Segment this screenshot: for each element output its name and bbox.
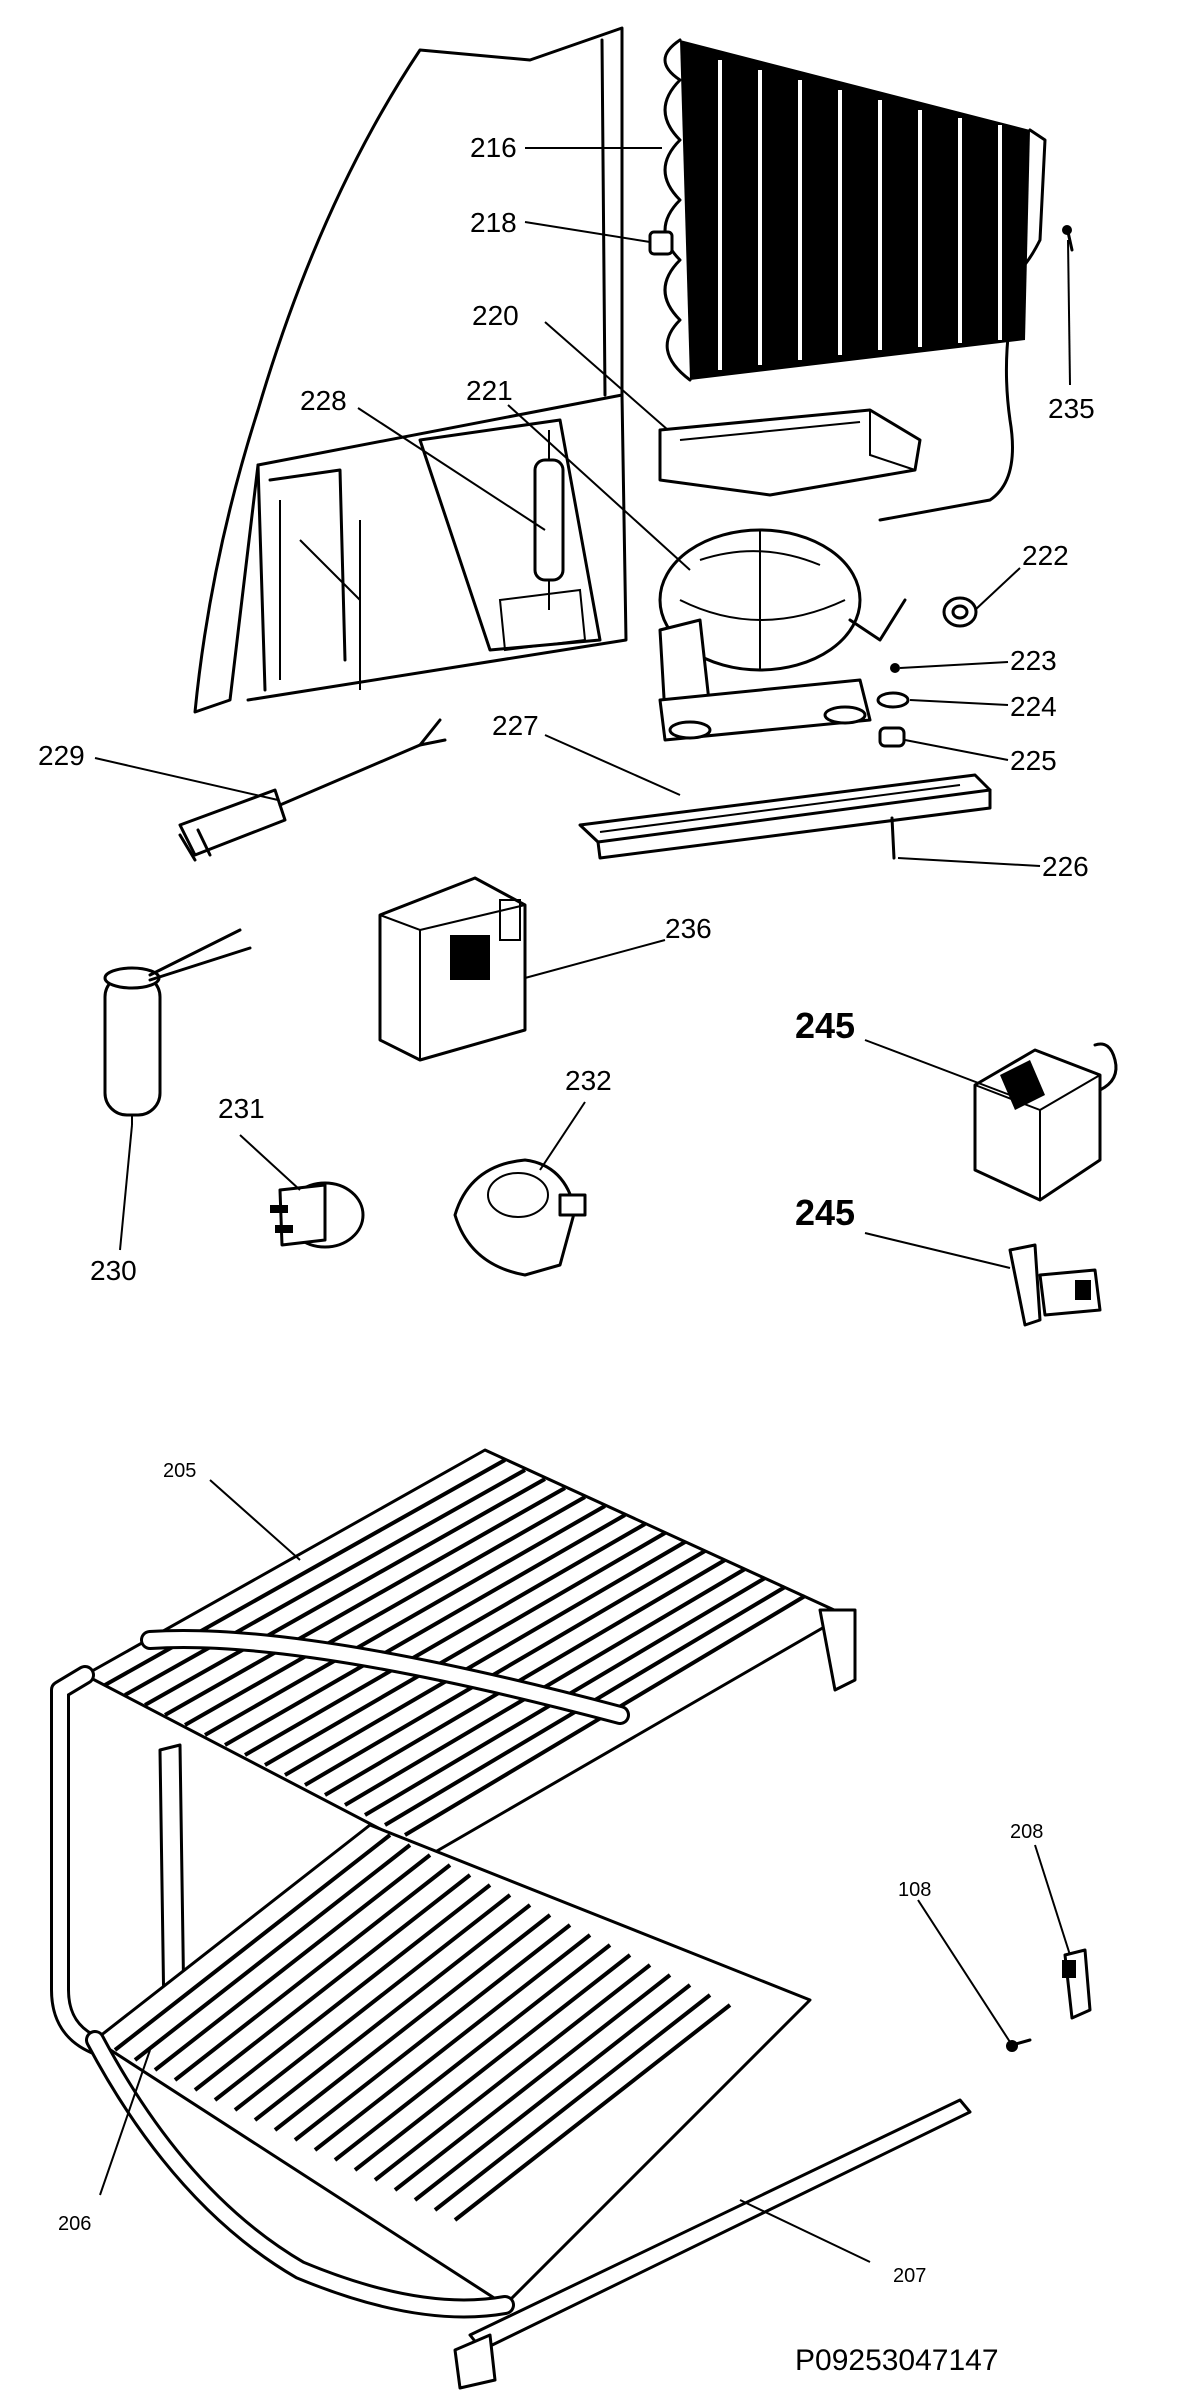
- overload-protector: [270, 1181, 365, 1249]
- drawing-code: P09253047147: [795, 2344, 999, 2377]
- label-232: 232: [565, 1065, 612, 1096]
- label-224: 224: [1010, 691, 1057, 722]
- label-230: 230: [90, 1255, 137, 1286]
- fastener-clip: [648, 230, 674, 256]
- label-225: 225: [1010, 745, 1057, 776]
- label-207: 207: [893, 2265, 926, 2287]
- label-228: 228: [300, 385, 347, 416]
- grommet: [942, 596, 978, 628]
- thermostat-housing: [378, 876, 527, 1062]
- part-number-labels: 216 218 220 221 228 235 222 223 224 225 …: [38, 132, 1095, 2287]
- label-218: 218: [470, 207, 517, 238]
- mounting-bracket: [1008, 1243, 1102, 1327]
- compressor: [658, 528, 907, 742]
- relay-capacitor: [103, 928, 252, 1125]
- condenser-coil: [663, 38, 1047, 522]
- mounting-screw: [1006, 2038, 1032, 2052]
- lower-evaporator-shelf: [85, 1823, 812, 2319]
- label-108: 108: [898, 1879, 931, 1901]
- label-208: 208: [1010, 1821, 1043, 1843]
- electronic-control-module: [973, 1042, 1118, 1202]
- label-245-lower: 245: [795, 1192, 855, 1233]
- support-rail: [453, 2098, 972, 2390]
- label-227: 227: [492, 710, 539, 741]
- label-235: 235: [1048, 393, 1095, 424]
- wall-bracket: [1062, 1948, 1092, 2020]
- label-236: 236: [665, 913, 712, 944]
- label-231: 231: [218, 1093, 265, 1124]
- label-229: 229: [38, 740, 85, 771]
- label-223: 223: [1010, 645, 1057, 676]
- mounting-washer: [876, 663, 910, 748]
- label-206: 206: [58, 2213, 91, 2235]
- label-216: 216: [470, 132, 517, 163]
- label-245-upper: 245: [795, 1005, 855, 1046]
- starter-relay: [453, 1158, 587, 1277]
- drain-tray: [658, 408, 922, 497]
- power-cord: [178, 718, 447, 862]
- compressor-base-plate: [578, 773, 992, 860]
- screw: [1062, 225, 1074, 252]
- label-222: 222: [1022, 540, 1069, 571]
- support-pin: [890, 816, 896, 860]
- cabinet-back-panel: [193, 26, 628, 714]
- label-221: 221: [466, 375, 513, 406]
- label-220: 220: [472, 300, 519, 331]
- label-205: 205: [163, 1460, 196, 1482]
- label-226: 226: [1042, 851, 1089, 882]
- leader-lines: [94, 147, 1071, 2263]
- upper-evaporator-shelf: [50, 1448, 857, 2087]
- drier-filter: [533, 430, 565, 610]
